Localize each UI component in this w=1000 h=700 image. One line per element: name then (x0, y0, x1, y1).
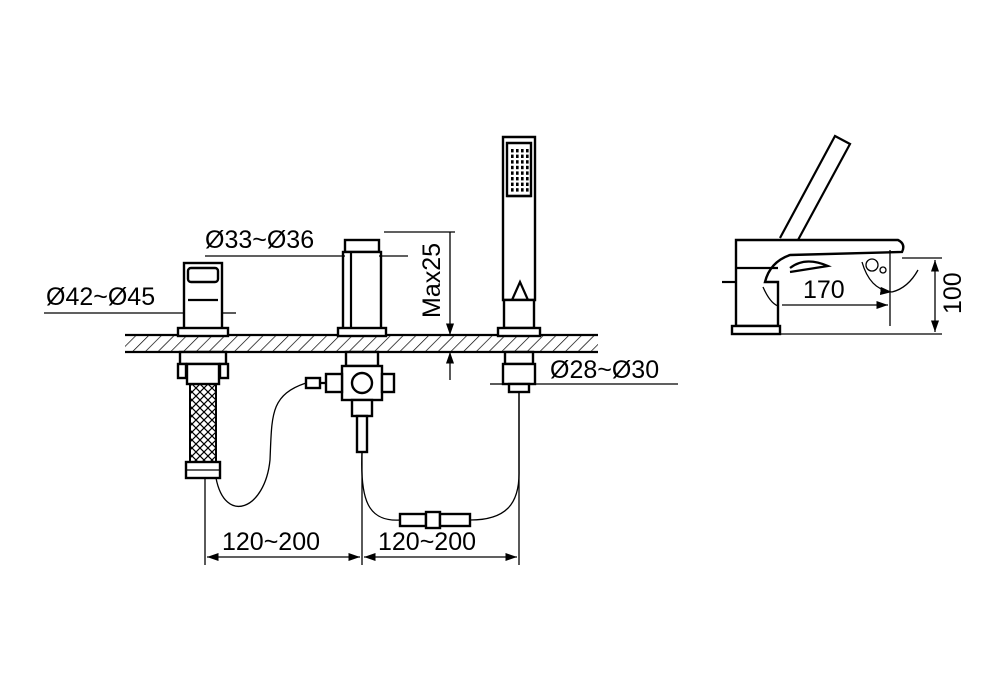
nozzle-hole (516, 160, 519, 164)
nozzle-hole (521, 165, 524, 170)
nozzle-hole (511, 177, 514, 181)
nozzle-hole (526, 182, 529, 186)
nozzle-hole (521, 154, 524, 158)
nozzle-hole (511, 154, 514, 158)
nozzle-hole (526, 154, 529, 158)
nozzle-hole (526, 188, 529, 192)
nozzle-hole (511, 182, 514, 186)
nozzle-hole (516, 182, 519, 186)
handshower-assembly (496, 135, 542, 394)
nozzle-hole (516, 154, 519, 158)
deck-thickness-label: Max25 (418, 243, 446, 318)
nozzle-hole (521, 188, 524, 192)
spout-reach-label: 170 (803, 276, 845, 304)
nozzle-hole (516, 177, 519, 181)
spacing-left-label: 120~200 (222, 528, 320, 556)
handshower-diameter-label: Ø28~Ø30 (550, 356, 659, 384)
nozzle-hole (516, 171, 519, 175)
spout-diameter-label: Ø42~Ø45 (46, 283, 155, 311)
nozzle-hole (516, 165, 519, 170)
spout-height-label: 100 (939, 272, 967, 314)
nozzle-hole (521, 171, 524, 175)
spout-assembly (176, 261, 230, 480)
mixer-diameter-label: Ø33~Ø36 (205, 226, 314, 254)
nozzle-hole (526, 165, 529, 170)
nozzle-hole (521, 160, 524, 164)
nozzle-hole (526, 177, 529, 181)
handshower-nozzles (511, 149, 529, 192)
nozzle-hole (526, 160, 529, 164)
nozzle-hole (521, 177, 524, 181)
nozzle-hole (511, 160, 514, 164)
side-view (722, 134, 942, 336)
mixer-assembly (304, 238, 396, 454)
nozzle-hole (511, 165, 514, 170)
spacing-right-label: 120~200 (378, 528, 476, 556)
nozzle-hole (511, 171, 514, 175)
deck-section (125, 333, 598, 354)
nozzle-hole (516, 149, 519, 153)
nozzle-hole (516, 188, 519, 192)
nozzle-hole (521, 182, 524, 186)
nozzle-hole (511, 188, 514, 192)
nozzle-hole (511, 149, 514, 153)
dimension-lines (44, 231, 678, 565)
nozzle-hole (526, 149, 529, 153)
nozzle-hole (526, 171, 529, 175)
nozzle-hole (521, 149, 524, 153)
hoses (215, 382, 520, 530)
